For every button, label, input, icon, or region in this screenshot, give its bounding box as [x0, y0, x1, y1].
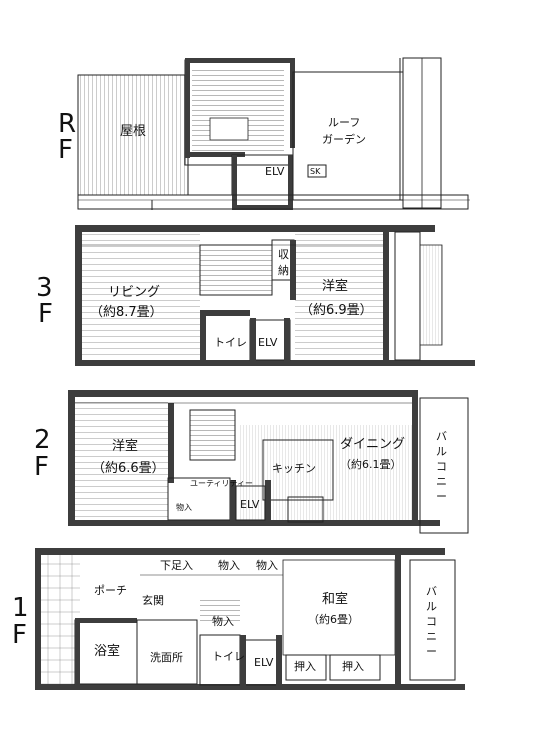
balcony-1f-label: バ ル コ ニ ー [426, 585, 437, 658]
balcony-1f-char-3: コ [426, 615, 437, 628]
room-toilet-1f: トイレ [212, 650, 245, 663]
floor-1f-label-f: F [12, 620, 27, 650]
room-porch: ポーチ [94, 584, 127, 597]
room-roof-garden-line1: ルーフ [328, 116, 360, 129]
1f-stair [200, 600, 240, 625]
room-toilet-3f: トイレ [214, 336, 247, 349]
balcony-1f-char-1: バ [426, 585, 437, 598]
room-shuno-line1: 収 [278, 248, 289, 261]
room-bath: 浴室 [94, 643, 120, 659]
room-oshiire-a: 押入 [294, 659, 316, 673]
balcony-2f-label: バ ル コ ニ ー [436, 430, 447, 503]
floor-1f-label-num: 1 [12, 593, 29, 623]
floor-2f-label-f: F [34, 452, 49, 482]
balcony-2f-char-1: バ [436, 430, 447, 443]
room-elv-2f: ELV [240, 498, 260, 511]
balcony-2f-char-2: ル [436, 445, 447, 458]
balcony-1f-char-4: ニ [426, 630, 437, 643]
1f-porch-tiles [35, 555, 80, 685]
room-elv-3f: ELV [258, 336, 278, 349]
room-monoire-2f: 物入 [176, 502, 192, 512]
room-shitaashiire: 下足入 [160, 559, 193, 572]
floor-rf-label-r: R [58, 109, 76, 139]
room-washitsu: 和室 [322, 591, 348, 607]
room-washitsu-size: （約6畳） [308, 612, 359, 626]
balcony-2f-char-5: ー [436, 490, 447, 503]
room-roof-garden-line2: ガーデン [322, 132, 366, 146]
balcony-1f-char-5: ー [426, 645, 437, 658]
floor-3f-label-f: F [38, 299, 53, 329]
room-utility: ユーティリティー [190, 479, 253, 488]
room-dining-size: （約6.1畳） [340, 457, 402, 471]
room-youshitsu-3f-size: （約6.9畳） [300, 303, 373, 318]
floor-rf-label-f: F [58, 135, 73, 165]
room-elv-rf: ELV [265, 165, 285, 178]
room-yane: 屋根 [120, 124, 146, 139]
room-youshitsu-2f-size: （約6.6畳） [92, 461, 165, 476]
floor-2f-label-num: 2 [34, 425, 51, 455]
floor-3f [75, 225, 475, 366]
2f-youshitsu-floor [75, 397, 168, 520]
rf-roof-area [78, 75, 188, 195]
room-elv-1f: ELV [254, 656, 274, 669]
room-dining: ダイニング [340, 437, 405, 452]
room-genkan: 玄関 [142, 593, 164, 607]
room-youshitsu-2f: 洋室 [112, 438, 138, 454]
room-monoire-1f-c: 物入 [212, 614, 234, 628]
room-living-size: （約8.7畳） [90, 305, 163, 320]
room-monoire-1f-a: 物入 [218, 558, 240, 572]
floor-rf [77, 57, 470, 210]
balcony-2f-char-3: コ [436, 460, 447, 473]
room-kitchen: キッチン [272, 462, 316, 475]
room-shuno-line2: 納 [278, 264, 289, 277]
3f-living-floor [82, 232, 200, 360]
room-living: リビング [108, 285, 160, 300]
rf-stair [192, 66, 284, 158]
room-youshitsu-3f: 洋室 [322, 278, 348, 294]
floor-1f [35, 548, 465, 690]
2f-stair [190, 410, 235, 460]
3f-stair [200, 245, 272, 295]
room-senmenjo: 洗面所 [150, 651, 183, 664]
3f-youshitsu-floor [295, 232, 383, 360]
room-monoire-1f-b: 物入 [256, 558, 278, 572]
floor-3f-label-num: 3 [36, 273, 53, 303]
room-oshiire-b: 押入 [342, 659, 364, 673]
room-sk-rf: SK [310, 167, 321, 176]
balcony-1f-char-2: ル [426, 600, 437, 613]
balcony-2f-char-4: ニ [436, 475, 447, 488]
floor-2f [68, 390, 469, 534]
